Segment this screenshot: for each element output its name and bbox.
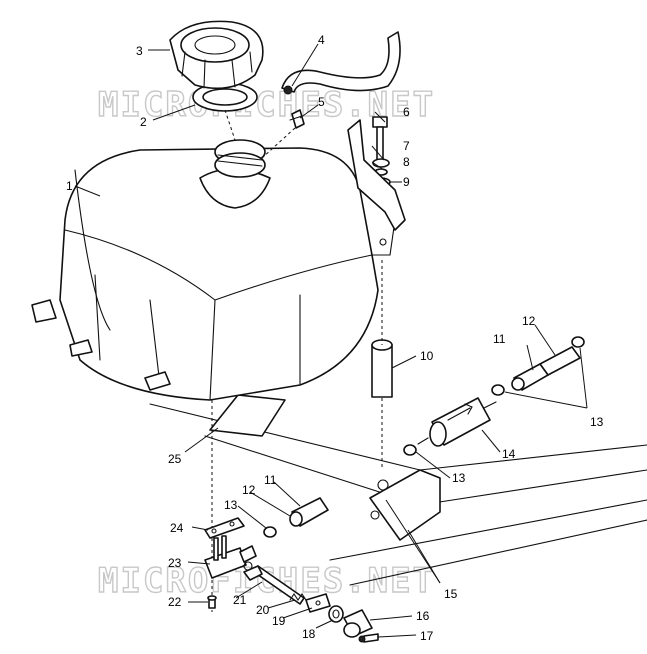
callout-7: 7 xyxy=(403,139,410,153)
callout-13-filter: 13 xyxy=(452,471,466,485)
lower-fuel-hose-11 xyxy=(289,497,329,527)
fuel-cap xyxy=(169,20,264,90)
valve-grommet xyxy=(328,605,344,623)
callout-14: 14 xyxy=(502,447,516,461)
watermark-bottom: MICROFICHES.NET xyxy=(98,561,435,601)
callout-10: 10 xyxy=(420,349,434,363)
fuel-valve xyxy=(204,535,257,579)
vent-fitting xyxy=(289,109,305,129)
callout-17: 17 xyxy=(420,629,434,643)
callout-1: 1 xyxy=(66,179,73,193)
callout-11-upper: 11 xyxy=(493,332,506,346)
valve-shaft xyxy=(243,565,305,605)
callout-11-lower: 11 xyxy=(264,473,277,487)
leader-lines xyxy=(74,43,588,638)
callout-25: 25 xyxy=(168,452,182,466)
callout-24: 24 xyxy=(170,521,184,535)
hose-clamp-upper-right xyxy=(571,336,585,348)
assembly-centerline-5 xyxy=(261,127,296,159)
callout-19: 19 xyxy=(272,614,286,628)
valve-bracket xyxy=(305,593,331,613)
vent-hose xyxy=(281,31,401,95)
hose-clamp-filter xyxy=(403,444,417,456)
fuel-filter xyxy=(417,397,497,447)
tank-bracket xyxy=(347,119,406,231)
frame-rails xyxy=(149,403,647,586)
valve-plate xyxy=(204,517,245,539)
callout-18: 18 xyxy=(302,627,316,641)
callout-9: 9 xyxy=(403,175,410,189)
washer xyxy=(372,158,390,168)
callout-12-upper: 12 xyxy=(522,314,536,328)
callout-15: 15 xyxy=(444,587,458,601)
knob-screw xyxy=(358,633,379,643)
valve-screw xyxy=(207,595,217,609)
callout-16: 16 xyxy=(416,609,430,623)
fuel-tank xyxy=(31,139,396,401)
callout-23: 23 xyxy=(168,556,182,570)
hose-clamp-upper-left xyxy=(491,384,505,396)
callout-13-right: 13 xyxy=(590,415,604,429)
callout-2: 2 xyxy=(140,115,147,129)
spacer-tube xyxy=(371,339,393,398)
valve-spring xyxy=(289,593,307,601)
callout-13-lower: 13 xyxy=(224,498,238,512)
tank-mat xyxy=(209,394,286,437)
cap-gasket xyxy=(192,82,258,112)
callout-22: 22 xyxy=(168,595,182,609)
bolt xyxy=(372,116,388,161)
hose-clamp-lower xyxy=(263,526,277,538)
upper-fuel-hose-12 xyxy=(539,346,581,376)
upper-fuel-hose-11 xyxy=(511,363,549,391)
callout-6: 6 xyxy=(403,105,410,119)
callout-12-lower: 12 xyxy=(242,483,256,497)
callout-5: 5 xyxy=(318,95,325,109)
assembly-centerline-cap xyxy=(224,109,236,141)
callout-21: 21 xyxy=(233,593,247,607)
callout-8: 8 xyxy=(403,155,410,169)
valve-knob xyxy=(343,609,373,638)
callout-3: 3 xyxy=(136,44,143,58)
callout-4: 4 xyxy=(318,33,325,47)
callout-labels: 1 2 3 4 5 6 7 8 9 10 11 12 13 14 13 25 1… xyxy=(66,33,604,643)
callout-20: 20 xyxy=(256,603,270,617)
